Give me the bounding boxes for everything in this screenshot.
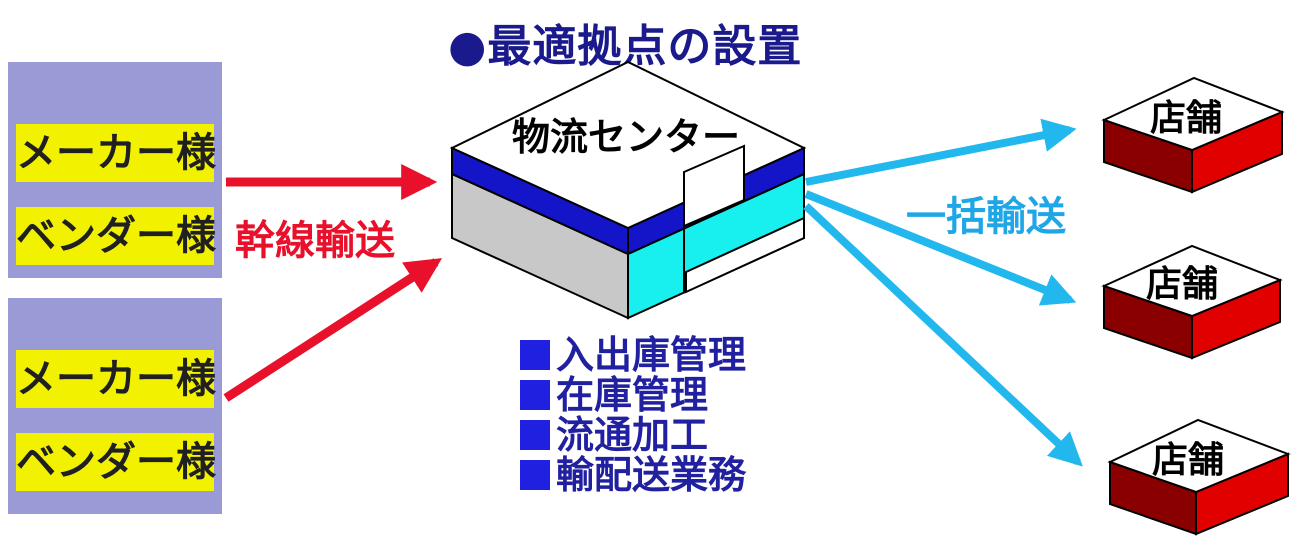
- store-label: 店舗: [1152, 439, 1224, 481]
- batch-arrow-2: [804, 190, 1077, 306]
- store-2: [1101, 244, 1283, 360]
- function-item: 入出庫管理: [520, 335, 746, 375]
- store-label: 店舗: [1146, 263, 1218, 305]
- function-item-label: 入出庫管理: [556, 332, 747, 377]
- supplier-label-vendor: ベンダー様: [16, 207, 216, 265]
- square-bullet-icon: [520, 460, 550, 490]
- store-1: [1101, 76, 1285, 194]
- function-list: 入出庫管理 在庫管理 流通加工 輸配送業務: [520, 335, 746, 495]
- batch-arrow-1: [805, 118, 1077, 186]
- square-bullet-icon: [520, 380, 550, 410]
- function-item-label: 輸配送業務: [556, 452, 747, 497]
- batch-transport-label: 一括輸送: [906, 193, 1066, 240]
- supplier-group-2: メーカー様 ベンダー様: [8, 298, 222, 514]
- function-item: 輸配送業務: [520, 455, 746, 495]
- supplier-label-vendor: ベンダー様: [16, 433, 216, 491]
- function-item-label: 流通加工: [556, 412, 709, 457]
- function-item: 流通加工: [520, 415, 746, 455]
- square-bullet-icon: [520, 420, 550, 450]
- store-3: [1107, 418, 1291, 536]
- supplier-label-maker: メーカー様: [16, 350, 216, 408]
- function-item: 在庫管理: [520, 375, 746, 415]
- square-bullet-icon: [520, 340, 550, 370]
- trunk-transport-label: 幹線輸送: [235, 217, 395, 264]
- distribution-center: [449, 60, 807, 320]
- trunk-arrow-2: [223, 258, 443, 402]
- store-label: 店舗: [1150, 97, 1222, 139]
- center-label: 物流センター: [512, 114, 740, 159]
- supplier-group-1: メーカー様 ベンダー様: [8, 62, 222, 278]
- batch-arrow-3: [803, 203, 1083, 467]
- supplier-label-maker: メーカー様: [16, 124, 216, 182]
- function-item-label: 在庫管理: [556, 372, 709, 417]
